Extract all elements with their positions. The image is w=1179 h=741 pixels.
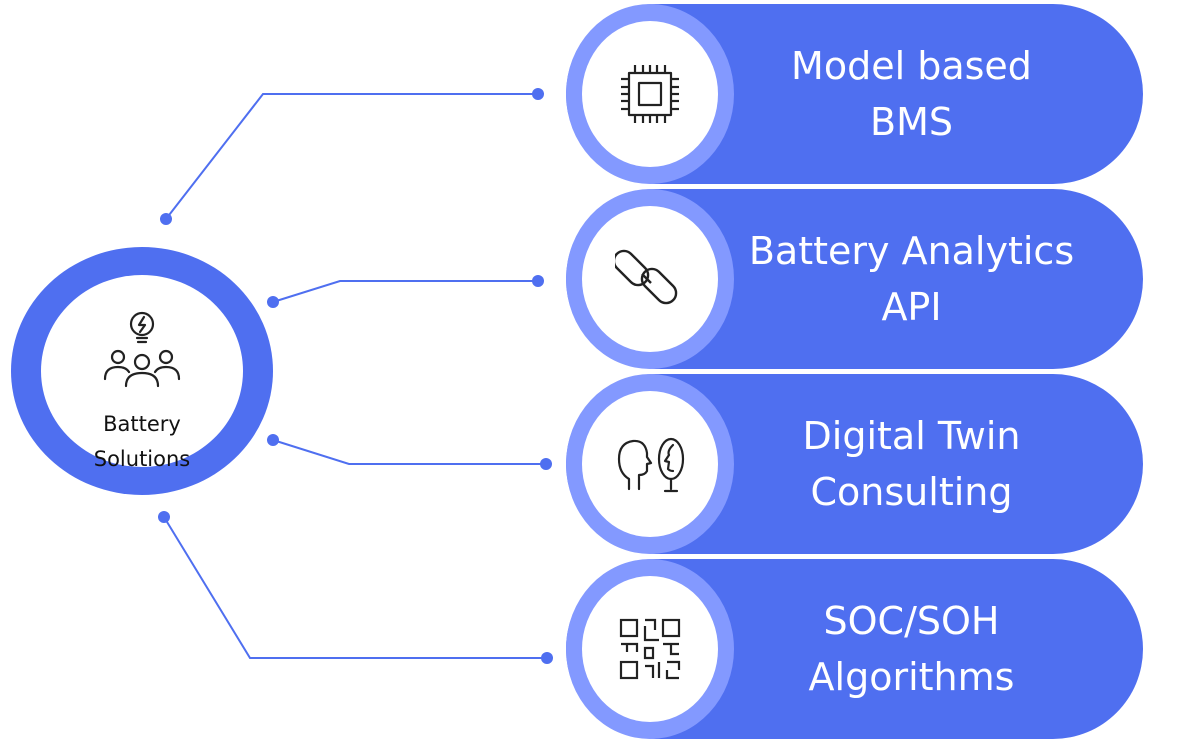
connector-analytics-api: [272, 280, 538, 303]
lightbulb-team-icon: [103, 311, 181, 388]
connector-digital-twin: [272, 439, 546, 465]
connector-dot: [267, 434, 279, 446]
item-digital-twin-consulting: Digital Twin Consulting: [566, 374, 1143, 554]
icon-disc: [582, 576, 718, 722]
hub-label-line2: Solutions: [93, 447, 191, 471]
icon-disc: [582, 391, 718, 537]
item-label-line1: SOC/SOH: [823, 599, 1000, 643]
hub-label-line1: Battery: [103, 412, 181, 436]
item-soc-soh-algorithms: SOC/SOH Algorithms: [566, 559, 1143, 739]
item-label-line2: Consulting: [810, 470, 1013, 514]
item-label-line2: API: [881, 285, 942, 329]
icon-ring: [566, 559, 734, 739]
connector-model-bms: [165, 93, 538, 220]
connector-soc-soh: [163, 516, 547, 659]
item-label-line1: Model based: [791, 44, 1032, 88]
connector-dot: [160, 213, 172, 225]
qr-code-icon: [619, 618, 681, 680]
connector-dot: [267, 296, 279, 308]
icon-disc: [582, 206, 718, 352]
connector-dot: [532, 88, 544, 100]
cpu-chip-icon: [621, 65, 679, 123]
item-label: SOC/SOH Algorithms: [734, 559, 1089, 739]
item-label-line1: Battery Analytics: [748, 229, 1075, 273]
item-label-line1: Digital Twin: [802, 414, 1021, 458]
item-battery-analytics-api: Battery Analytics API: [566, 189, 1143, 369]
item-label-line2: Algorithms: [808, 655, 1015, 699]
item-label: Model based BMS: [734, 4, 1089, 184]
connector-dot: [532, 275, 544, 287]
icon-disc: [582, 21, 718, 167]
icon-ring: [566, 374, 734, 554]
hub-label: Battery Solutions: [41, 407, 243, 477]
item-label: Battery Analytics API: [734, 189, 1089, 369]
head-mirror-icon: [617, 437, 685, 493]
item-model-based-bms: Model based BMS: [566, 4, 1143, 184]
connector-dot: [541, 652, 553, 664]
connector-dot: [540, 458, 552, 470]
item-label-line2: BMS: [870, 100, 953, 144]
chain-link-icon: [615, 249, 678, 305]
connector-dot: [158, 511, 170, 523]
hub-node-battery-solutions: Battery Solutions: [11, 247, 273, 495]
item-label: Digital Twin Consulting: [734, 374, 1089, 554]
icon-ring: [566, 189, 734, 369]
icon-ring: [566, 4, 734, 184]
hub-inner-circle: Battery Solutions: [41, 275, 243, 471]
